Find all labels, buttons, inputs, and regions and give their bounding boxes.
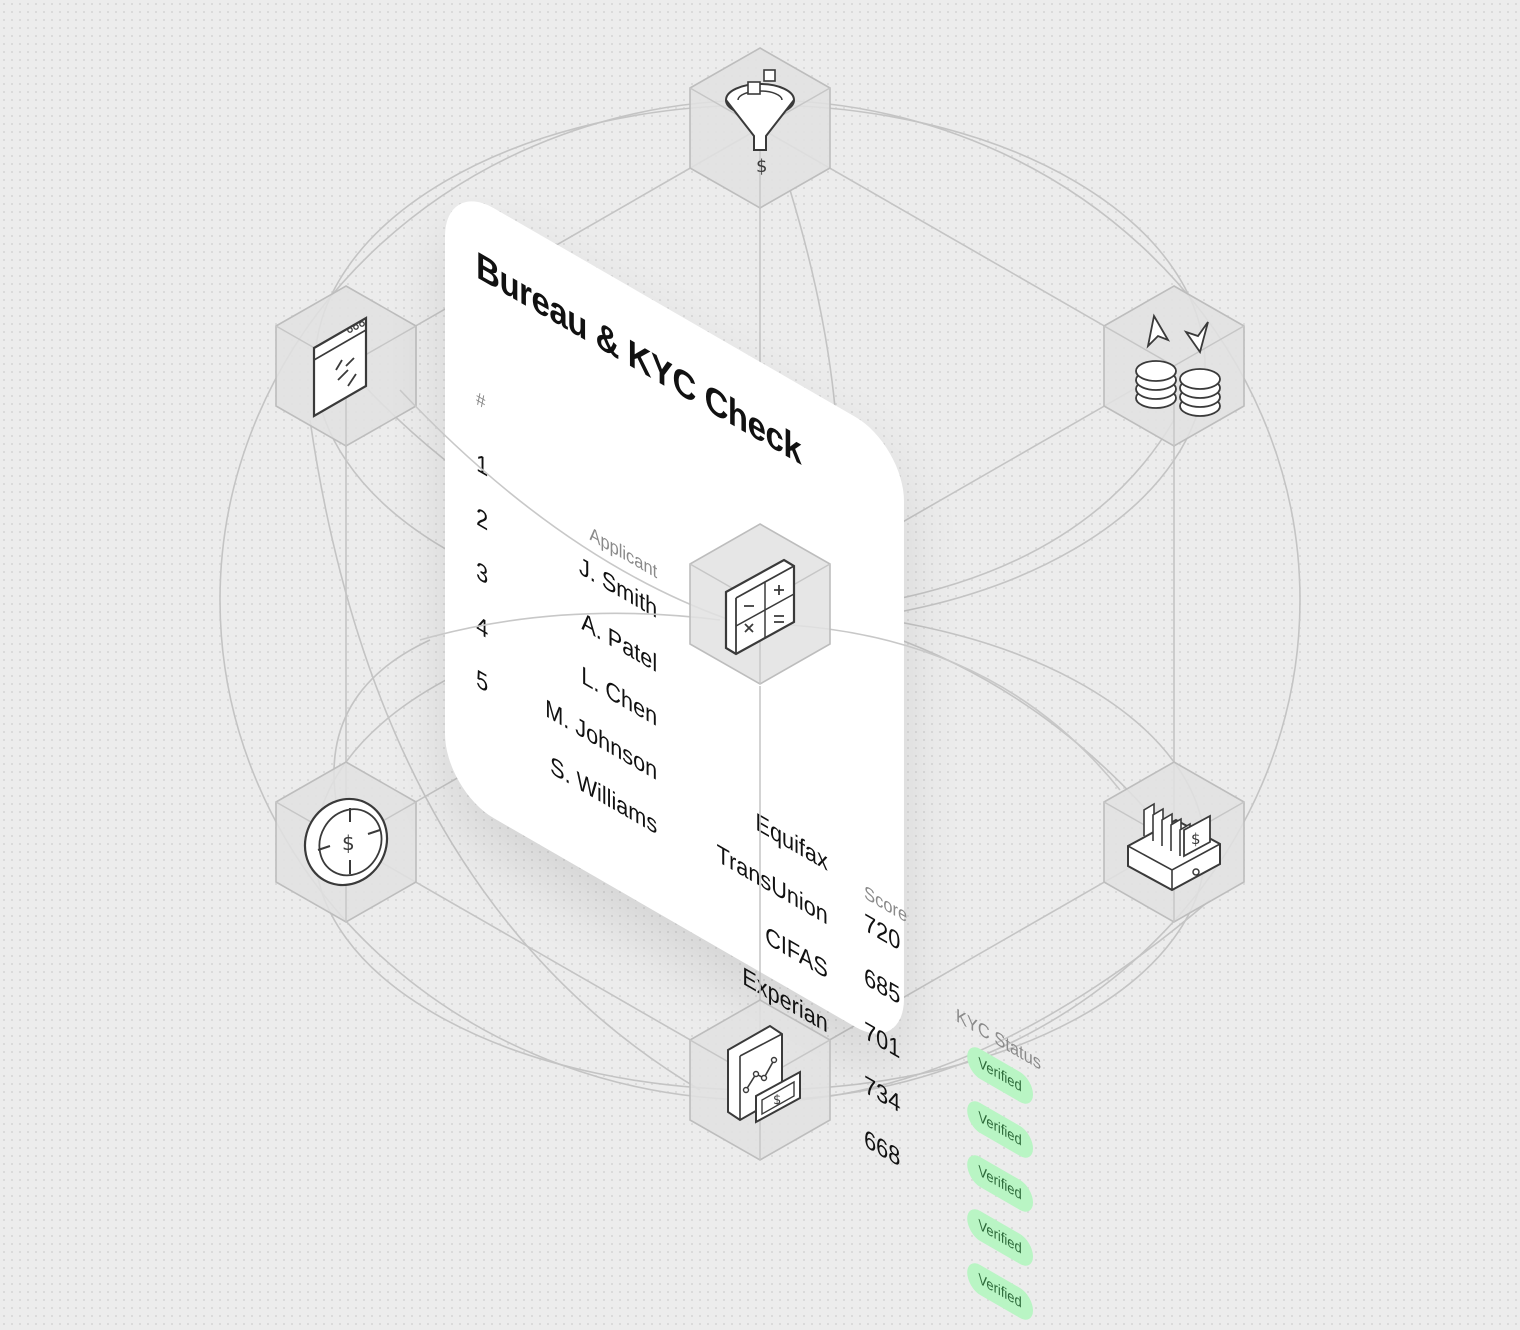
front-curve-c xyxy=(419,612,721,641)
kyc-status-badge: Verified xyxy=(967,1203,1034,1272)
node-center xyxy=(689,523,831,685)
svg-text:$: $ xyxy=(773,1093,781,1108)
report-cash-icon: $ xyxy=(727,1024,801,1124)
browser-arrows-icon xyxy=(312,316,368,418)
node-upper-left xyxy=(275,285,417,447)
kyc-status-badge: Verified xyxy=(967,1257,1034,1326)
back-nodes: $ $ $ xyxy=(275,47,1245,923)
calculator-icon xyxy=(724,558,796,656)
node-top: $ xyxy=(689,47,831,209)
front-nodes: $ xyxy=(689,523,831,1161)
node-lower-left: $ xyxy=(275,761,417,923)
node-lower-right: $ xyxy=(1103,761,1245,923)
svg-text:$: $ xyxy=(1191,830,1201,848)
front-curve-b xyxy=(789,624,1121,791)
svg-text:$: $ xyxy=(342,831,355,855)
front-curve-a xyxy=(399,389,731,621)
target-dollar-icon: $ xyxy=(303,797,389,887)
front-lines xyxy=(399,389,1121,1000)
cash-register-icon: $ xyxy=(1127,802,1221,892)
coins-arrows-icon xyxy=(1135,313,1221,417)
node-bottom: $ xyxy=(689,999,831,1161)
node-upper-right xyxy=(1103,285,1245,447)
svg-text:$: $ xyxy=(756,156,767,177)
front-layer: $ xyxy=(399,389,1121,1161)
funnel-dollar-icon: $ xyxy=(725,69,795,177)
curve-right-bottom xyxy=(799,899,1211,1101)
